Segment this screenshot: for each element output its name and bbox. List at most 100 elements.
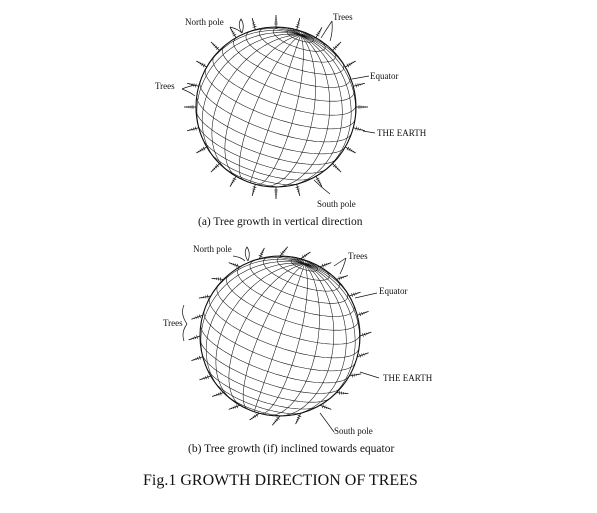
- leader-earth-a: [362, 130, 376, 134]
- tree-trunk: [359, 331, 372, 337]
- meridian-line-a: [201, 33, 301, 162]
- tree-branch: [230, 29, 233, 31]
- trees-top-label-a: Trees: [333, 12, 353, 22]
- tree-icon: [196, 146, 207, 154]
- tree-icon: [211, 391, 224, 397]
- parallel-line-b: [213, 380, 305, 414]
- tree-branch: [352, 150, 354, 153]
- tree-trunk: [315, 27, 323, 38]
- leader-trees-top-b: [333, 257, 347, 275]
- tree-branch: [338, 276, 341, 281]
- tree-icon: [229, 27, 237, 38]
- earth-globe-b: [199, 255, 361, 417]
- tree-icon: [229, 176, 237, 187]
- tree-icon: [211, 277, 224, 282]
- trees-a: [184, 15, 368, 199]
- tree-icon: [353, 82, 366, 88]
- tree-branch: [192, 337, 194, 340]
- tree-branch: [219, 391, 222, 396]
- tree-branch: [296, 188, 300, 190]
- parallel-line-a: [195, 109, 338, 165]
- meridian-line-b: [215, 263, 305, 402]
- parallel-line-b: [206, 367, 319, 410]
- tree-branch: [342, 276, 344, 279]
- tree-branch: [191, 83, 193, 86]
- tree-icon: [210, 41, 220, 51]
- tree-branch: [359, 353, 361, 358]
- tree-branch: [359, 312, 361, 317]
- tree-branch: [276, 416, 280, 420]
- tree-branch: [232, 406, 234, 409]
- tree-branch: [346, 63, 350, 68]
- tree-branch: [334, 45, 338, 49]
- tree-icon: [274, 15, 278, 27]
- tree-branch: [252, 26, 257, 28]
- parallel-line-a: [202, 138, 315, 181]
- tree-branch: [357, 83, 359, 87]
- tree-icon: [274, 187, 278, 199]
- tree-branch: [252, 416, 255, 419]
- tree-branch: [336, 44, 339, 47]
- tree-branch: [231, 181, 234, 184]
- tree-branch: [352, 61, 354, 64]
- meridian-line-b: [268, 263, 320, 416]
- north-pole-label-b: North pole: [193, 244, 232, 254]
- leader-south-pole-b: [319, 412, 335, 433]
- tree-branch: [280, 252, 284, 256]
- tree-branch: [328, 407, 330, 410]
- tree-trunk: [353, 127, 366, 132]
- tree-trunk: [319, 404, 332, 410]
- tree-trunk: [332, 41, 342, 51]
- tree-branch: [321, 404, 324, 409]
- tree-branch: [199, 149, 202, 152]
- tree-branch: [205, 376, 207, 380]
- leader-lines-a: [181, 18, 376, 195]
- tree-trunk: [357, 311, 369, 316]
- tree-icon: [336, 390, 349, 395]
- tree-branch: [212, 43, 214, 45]
- tree-branch: [203, 377, 205, 380]
- meridian-line-b: [253, 263, 305, 412]
- tree-branch: [315, 33, 320, 37]
- tree-trunk: [199, 375, 211, 381]
- tree-branch: [252, 186, 257, 188]
- tree-branch: [363, 311, 365, 315]
- tree-trunk: [191, 314, 203, 320]
- tree-branch: [281, 250, 285, 254]
- tree-branch: [194, 336, 196, 340]
- tree-trunk: [186, 127, 199, 132]
- tree-branch: [199, 355, 201, 360]
- tree-icon: [357, 352, 369, 358]
- tree-icon: [295, 413, 302, 425]
- tree-branch: [338, 43, 340, 45]
- meridian-line-b: [200, 261, 305, 367]
- south-pole-label-b: South pole: [334, 426, 373, 436]
- tree-branch: [195, 83, 197, 88]
- meridian-line-b: [260, 263, 308, 414]
- tree-branch: [359, 128, 361, 131]
- tree-icon: [332, 163, 342, 173]
- tree-icon: [249, 412, 260, 421]
- tree-icon: [184, 105, 196, 109]
- tree-branch: [318, 30, 321, 33]
- equator-label-b: Equator: [379, 286, 408, 296]
- tree-branch: [319, 183, 322, 185]
- tree-branch: [202, 146, 206, 151]
- panel-b-diagram: North pole Trees Trees Equator THE EARTH…: [163, 244, 433, 455]
- tree-branch: [333, 46, 337, 50]
- tree-trunk: [296, 17, 301, 30]
- meridian-line-a: [224, 34, 301, 178]
- tree-branch: [232, 32, 235, 35]
- tree-branch: [255, 413, 259, 417]
- tree-trunk: [353, 82, 366, 87]
- meridian-line-a: [256, 34, 304, 185]
- tree-branch: [340, 276, 343, 280]
- tree-trunk: [319, 262, 332, 268]
- tree-branch: [355, 292, 357, 295]
- earth-label-b: THE EARTH: [383, 373, 433, 383]
- tree-trunk: [295, 413, 302, 425]
- tree-branch: [215, 46, 219, 50]
- tree-branch: [295, 186, 300, 188]
- tree-branch: [212, 169, 214, 171]
